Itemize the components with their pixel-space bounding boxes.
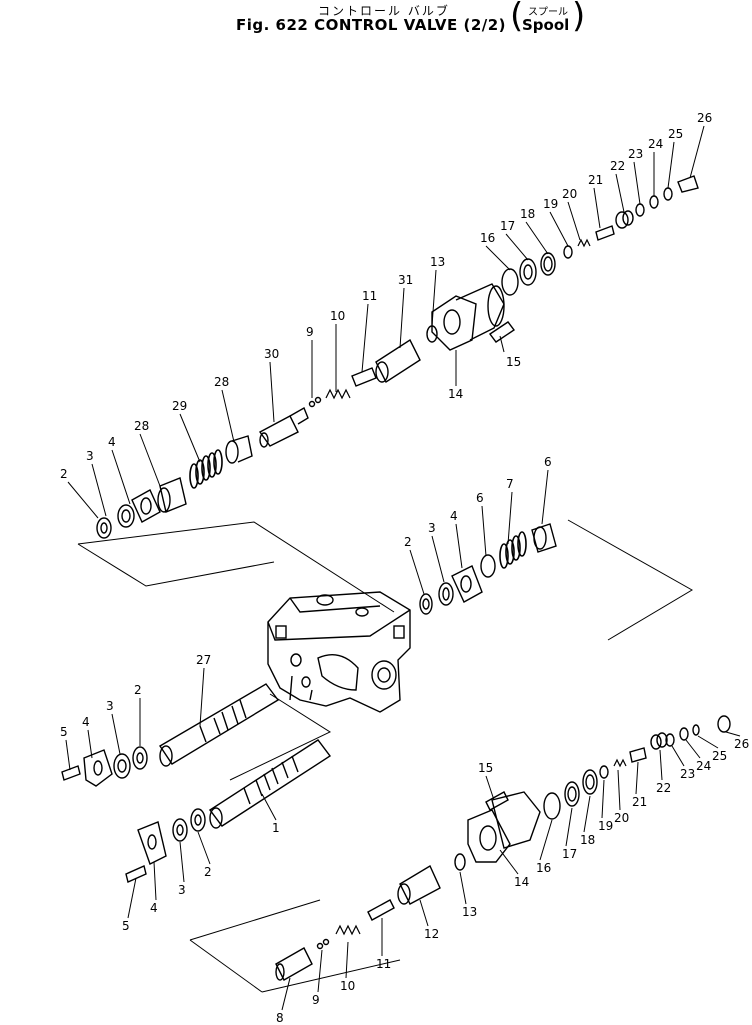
- callout-label: 4: [108, 435, 116, 449]
- callout-label: 6: [544, 455, 552, 469]
- callout-label: 14: [448, 387, 463, 401]
- valve-body: [267, 591, 411, 713]
- callout-label: 16: [536, 861, 551, 875]
- callout-label: 15: [478, 761, 493, 775]
- callout-label: 13: [430, 255, 445, 269]
- callout-label: 18: [580, 833, 595, 847]
- callout-label: 25: [712, 749, 727, 763]
- callout-label: 7: [506, 477, 514, 491]
- callout-label: 3: [106, 699, 114, 713]
- middle-right-assembly: [419, 523, 557, 615]
- callout-label: 15: [506, 355, 521, 369]
- figure-title-block: コントロール バルブ Fig. 622 CONTROL VALVE (2/2) …: [236, 0, 586, 36]
- callout-label: 31: [398, 273, 413, 287]
- spool-1: [208, 739, 332, 829]
- callout-label: 3: [428, 521, 436, 535]
- callout-label: 13: [462, 905, 477, 919]
- title-japanese: コントロール バルブ: [318, 4, 450, 18]
- callout-label: 10: [340, 979, 355, 993]
- callout-label: 2: [134, 683, 142, 697]
- upper-spool-assembly: [96, 175, 699, 539]
- callout-label: 9: [312, 993, 320, 1007]
- leader-lines: [65, 125, 741, 1011]
- callout-label: 27: [196, 653, 211, 667]
- callout-label: 11: [362, 289, 377, 303]
- callout-labels: 26 25 24 23 22 21 20 19 18 17 16 13 31 1…: [60, 111, 749, 1025]
- lower-spool-assembly: [275, 715, 731, 981]
- middle-left-parts: [61, 746, 206, 883]
- callout-label: 2: [60, 467, 68, 481]
- callout-label: 25: [668, 127, 683, 141]
- callout-label: 22: [656, 781, 671, 795]
- callout-label: 26: [697, 111, 712, 125]
- callout-label: 17: [562, 847, 577, 861]
- callout-label: 4: [150, 901, 158, 915]
- callout-label: 24: [696, 759, 711, 773]
- callout-label: 23: [680, 767, 695, 781]
- callout-label: 29: [172, 399, 187, 413]
- callout-label: 20: [614, 811, 629, 825]
- callout-label: 1: [272, 821, 280, 835]
- callout-label: 19: [598, 819, 613, 833]
- callout-label: 26: [734, 737, 749, 751]
- callout-label: 18: [520, 207, 535, 221]
- callout-label: 5: [60, 725, 68, 739]
- callout-label: 23: [628, 147, 643, 161]
- callout-label: 5: [122, 919, 130, 933]
- figure-title: Fig. 622 CONTROL VALVE (2/2): [236, 16, 507, 34]
- callout-label: 17: [500, 219, 515, 233]
- callout-label: 28: [214, 375, 229, 389]
- callout-label: 30: [264, 347, 279, 361]
- callout-label: 3: [178, 883, 186, 897]
- callout-label: 10: [330, 309, 345, 323]
- callout-label: 11: [376, 957, 391, 971]
- callout-label: 6: [476, 491, 484, 505]
- callout-label: 4: [82, 715, 90, 729]
- subtitle-japanese: スプール: [528, 7, 568, 18]
- spool-27: [159, 683, 280, 767]
- callout-label: 22: [610, 159, 625, 173]
- callout-label: 2: [404, 535, 412, 549]
- callout-label: 12: [424, 927, 439, 941]
- subtitle: Spool: [522, 16, 570, 34]
- callout-label: 8: [276, 1011, 284, 1025]
- callout-label: 19: [543, 197, 558, 211]
- callout-label: 24: [648, 137, 663, 151]
- callout-label: 2: [204, 865, 212, 879]
- callout-label: 21: [588, 173, 603, 187]
- callout-label: 21: [632, 795, 647, 809]
- callout-label: 28: [134, 419, 149, 433]
- callout-label: 16: [480, 231, 495, 245]
- callout-label: 20: [562, 187, 577, 201]
- callout-label: 3: [86, 449, 94, 463]
- callout-label: 9: [306, 325, 314, 339]
- callout-label: 4: [450, 509, 458, 523]
- callout-label: 14: [514, 875, 529, 889]
